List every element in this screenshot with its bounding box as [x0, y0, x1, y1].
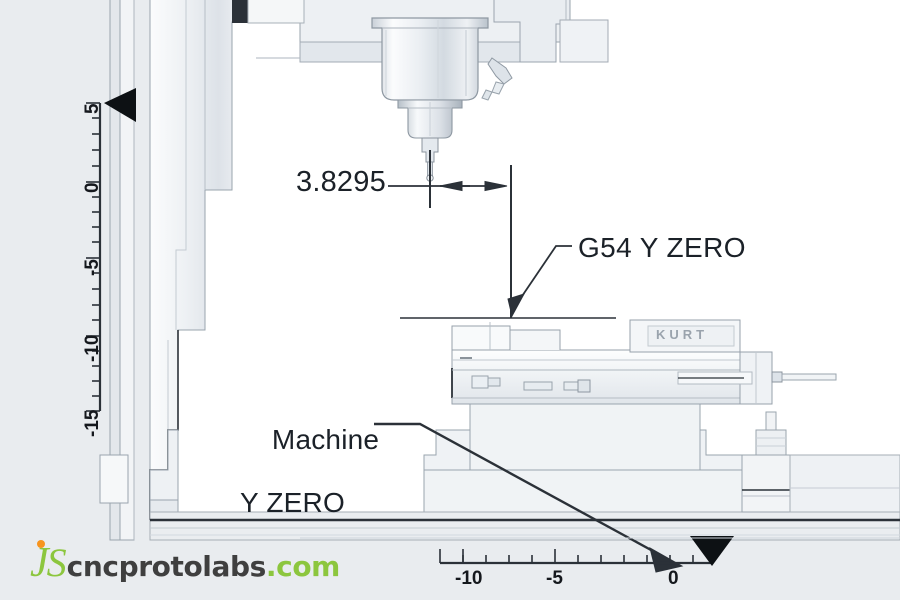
- vruler-label-neg5: -5: [82, 259, 103, 276]
- vise-brand-label: KURT: [656, 327, 709, 342]
- machine-y-zero-label-line2: Y ZERO: [240, 487, 345, 519]
- vertical-ruler-marker: [104, 88, 136, 122]
- vruler-label-neg10: -10: [82, 334, 103, 362]
- machine-y-zero-label-line1: Machine: [271, 424, 380, 456]
- g54-y-zero-label: G54 Y ZERO: [578, 232, 746, 263]
- watermark-s: S: [46, 540, 67, 585]
- watermark-dot: [37, 540, 45, 548]
- watermark-j: J: [30, 540, 49, 586]
- watermark-logo: J S cncprotolabs.com: [30, 540, 341, 586]
- hruler-label-neg10: -10: [455, 568, 483, 589]
- watermark-tld: .com: [265, 550, 340, 583]
- hruler-label-neg5: -5: [546, 568, 563, 589]
- horizontal-ruler-marker: [690, 536, 734, 566]
- watermark-site-name: cncprotolabs: [66, 550, 267, 583]
- vruler-label-5: 5: [82, 103, 103, 114]
- watermark-site: cncprotolabs.com: [66, 550, 341, 583]
- vruler-label-0: 0: [82, 182, 103, 193]
- vruler-label-neg15: -15: [82, 409, 103, 437]
- watermark-j-letter: J: [30, 540, 49, 586]
- dimension-value-label: 3.8295: [296, 166, 386, 198]
- vertical-ruler-ticks: [86, 102, 100, 412]
- machine-y-zero-label: Machine Y ZERO: [240, 393, 379, 581]
- hruler-label-0: 0: [668, 568, 679, 589]
